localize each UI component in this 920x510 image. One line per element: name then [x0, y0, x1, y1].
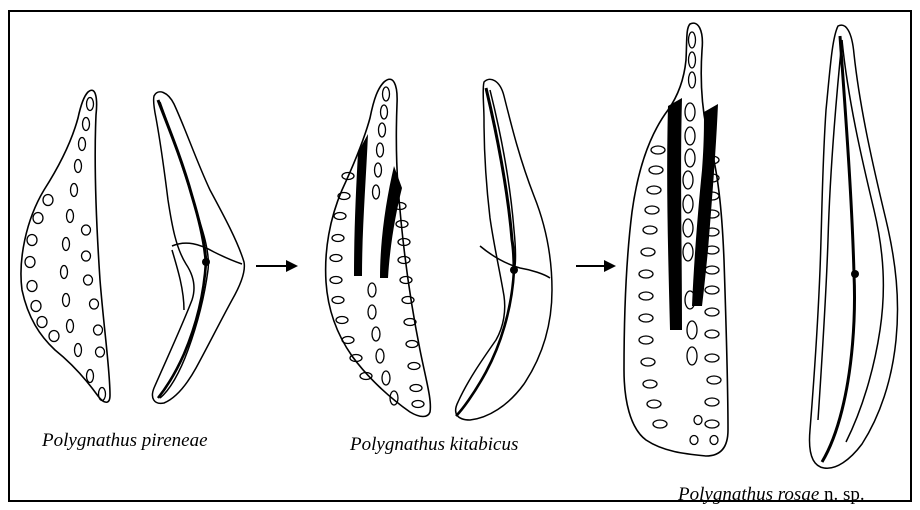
node-pit [649, 166, 663, 174]
node-pit [647, 400, 661, 408]
node-pit [82, 225, 91, 235]
node-pit [398, 257, 410, 264]
node-pit [332, 235, 344, 242]
node-pit [84, 275, 93, 285]
node-pit [83, 118, 90, 131]
node-pit [82, 251, 91, 261]
node-pit [63, 294, 70, 307]
node-pits [25, 32, 721, 445]
node-pit [653, 420, 667, 428]
node-pit [43, 195, 53, 206]
node-pit [645, 206, 659, 214]
node-pit [639, 336, 653, 344]
node-pit [75, 160, 82, 173]
node-pit [94, 325, 103, 335]
node-pit [651, 146, 665, 154]
node-pit [33, 213, 43, 224]
node-pit [687, 321, 697, 339]
node-pit [27, 281, 37, 292]
arrow-right-icon [576, 260, 616, 272]
node-pit [376, 349, 384, 363]
node-pit [410, 385, 422, 392]
node-pit [71, 184, 78, 197]
node-pit [710, 436, 718, 445]
node-pit [87, 370, 94, 383]
node-pit [332, 297, 344, 304]
node-pit [685, 149, 695, 167]
node-pit [683, 171, 693, 189]
node-pit [400, 277, 412, 284]
node-pit [641, 358, 655, 366]
node-pit [705, 354, 719, 362]
node-pit [336, 317, 348, 324]
node-pit [639, 314, 653, 322]
node-pit [705, 398, 719, 406]
node-pit [694, 416, 702, 425]
node-pit [79, 138, 86, 151]
node-pit [25, 257, 35, 268]
node-pit [705, 420, 719, 428]
node-pit [705, 308, 719, 316]
node-pit [383, 87, 390, 101]
node-pit [368, 305, 376, 319]
node-pit [408, 363, 420, 370]
node-pit [37, 317, 47, 328]
node-pit [90, 299, 99, 309]
node-pit [707, 376, 721, 384]
node-pit [402, 297, 414, 304]
rosae-lateral-view [810, 25, 898, 468]
node-pit [330, 277, 342, 284]
node-pit [643, 226, 657, 234]
arrow-right-icon [256, 260, 298, 272]
node-pit [75, 344, 82, 357]
node-pit [705, 266, 719, 274]
node-pit [689, 72, 696, 88]
node-pit [406, 341, 418, 348]
node-pit [705, 286, 719, 294]
node-pit [368, 283, 376, 297]
caption-kitabicus: Polygnathus kitabicus [350, 434, 518, 456]
node-pit [334, 213, 346, 220]
node-pit [647, 186, 661, 194]
node-pit [639, 270, 653, 278]
node-pit [375, 163, 382, 177]
node-pit [683, 219, 693, 237]
node-pit [31, 301, 41, 312]
node-pit [683, 243, 693, 261]
node-pit [683, 195, 693, 213]
rosae-carinae [667, 98, 718, 330]
node-pit [705, 330, 719, 338]
node-pit [87, 98, 94, 111]
node-pit [67, 210, 74, 223]
node-pit [690, 436, 698, 445]
node-pit [99, 388, 106, 401]
node-pit [96, 347, 105, 357]
node-pit [689, 52, 696, 68]
node-pit [342, 337, 354, 344]
node-pit [63, 238, 70, 251]
node-pit [689, 32, 696, 48]
caption-rosae: Polygnathus rosae n. sp. [678, 484, 865, 506]
node-pit [685, 103, 695, 121]
node-pit [373, 185, 380, 199]
kitabicus-lateral-view [456, 79, 552, 420]
node-pit [641, 248, 655, 256]
pireneae-lateral-view [152, 92, 244, 404]
node-pit [61, 266, 68, 279]
node-pit [379, 123, 386, 137]
node-pit [330, 255, 342, 262]
node-pit [382, 371, 390, 385]
node-pit [67, 320, 74, 333]
node-pit [377, 143, 384, 157]
node-pit [49, 331, 59, 342]
node-pit [687, 347, 697, 365]
node-pit [685, 127, 695, 145]
node-pit [639, 292, 653, 300]
caption-pireneae: Polygnathus pireneae [42, 430, 208, 452]
node-pit [412, 401, 424, 408]
node-pit [27, 235, 37, 246]
node-pit [381, 105, 388, 119]
node-pit [643, 380, 657, 388]
node-pit [372, 327, 380, 341]
